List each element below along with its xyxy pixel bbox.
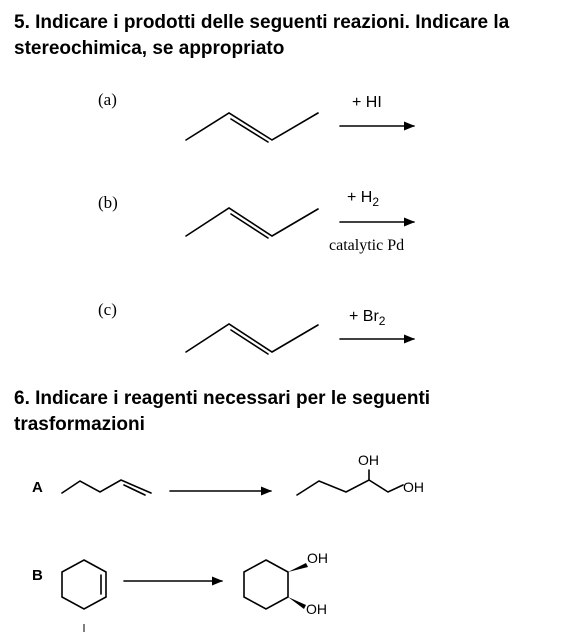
transformation-b-oh-bottom: OH: [306, 601, 327, 617]
transformation-a-product: [296, 469, 404, 496]
transformation-b-wedge-bottom: [288, 597, 306, 609]
section5-title-line1: 5. Indicare i prodotti delle seguenti re…: [14, 12, 510, 33]
reaction-c-reagent-base: + Br: [349, 308, 379, 325]
reaction-a-alkene: [185, 112, 319, 143]
reaction-b-reagent-subscript: 2: [372, 195, 380, 210]
transformation-b-product: [243, 559, 289, 610]
transformation-b-wedge-top: [288, 563, 308, 572]
transformation-b-oh-top: OH: [307, 550, 328, 566]
transformation-b-reactant: [61, 559, 107, 610]
reaction-b-reagent-base: + H: [347, 189, 373, 206]
reaction-a-label: (a): [98, 90, 117, 109]
transformation-a-oh-right: OH: [403, 479, 424, 495]
transformation-a-oh-top: OH: [358, 452, 379, 468]
reaction-b-label: (b): [98, 193, 118, 212]
transformation-a-reactant: [61, 479, 152, 496]
transformation-b-label: B: [32, 567, 43, 584]
reaction-b-alkene: [185, 207, 319, 239]
reaction-a-reagent: + HI: [352, 94, 382, 111]
section5-title-line2: stereochimica, se appropriato: [14, 38, 285, 59]
reaction-c-alkene: [185, 323, 319, 355]
transformation-a-label: A: [32, 479, 43, 496]
reaction-c-reagent-subscript: 2: [378, 314, 386, 329]
reaction-b-condition: catalytic Pd: [329, 237, 405, 254]
reaction-c-reagent: + Br2: [349, 308, 385, 328]
reaction-c-label: (c): [98, 300, 117, 319]
section6-title-line2: trasformazioni: [14, 414, 145, 435]
reaction-b-reagent: + H2: [347, 189, 379, 209]
section6-title-line1: 6. Indicare i reagenti necessari per le …: [14, 388, 431, 409]
